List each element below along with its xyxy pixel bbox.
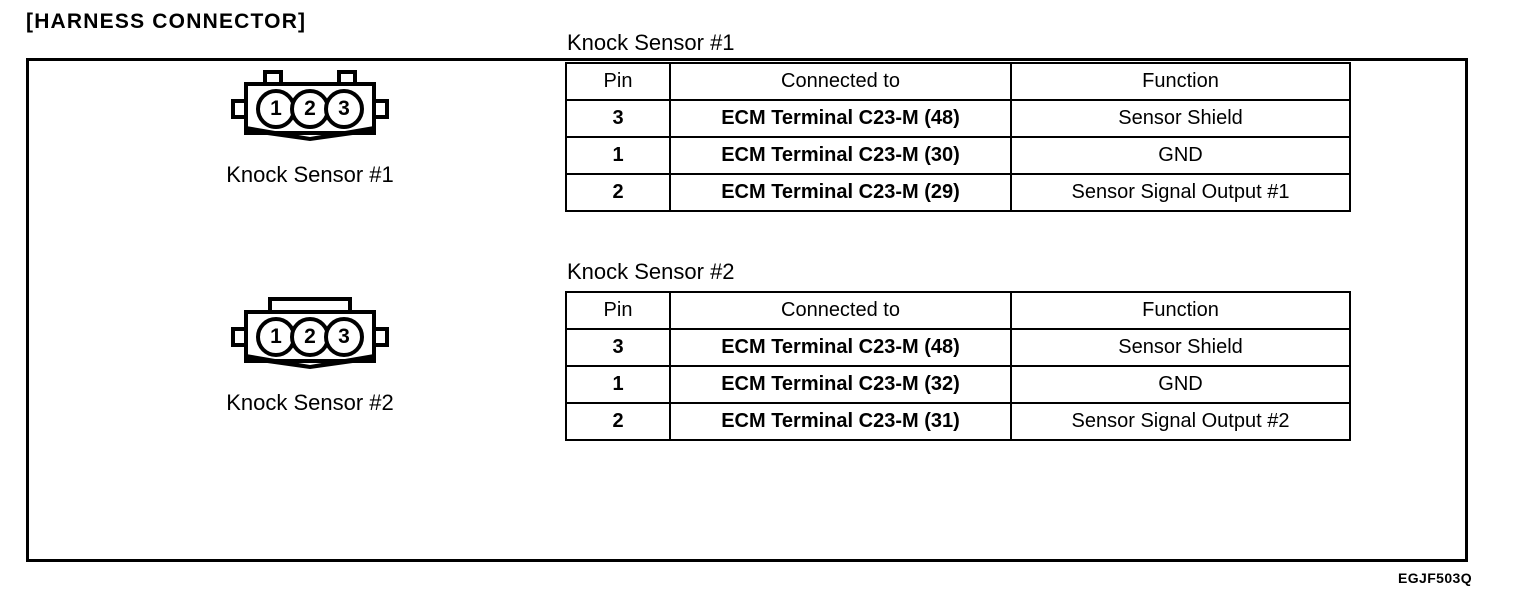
column-header-pin: Pin <box>565 291 671 330</box>
column-header-pin: Pin <box>565 62 671 101</box>
connector-side-tab-right-icon <box>376 327 389 347</box>
pin-table-knock-sensor-1: Pin Connected to Function 3 ECM Terminal… <box>565 62 1351 212</box>
column-header-function: Function <box>1010 291 1351 330</box>
connector-top-tab-left-icon <box>263 70 283 84</box>
connector-side-tab-left-icon <box>231 99 244 119</box>
cell-function: Sensor Signal Output #1 <box>1010 173 1351 212</box>
table-header-row: Pin Connected to Function <box>565 291 1351 330</box>
pin-circle-1: 1 <box>256 316 296 357</box>
cell-pin: 2 <box>565 173 671 212</box>
cell-connected-to: ECM Terminal C23-M (30) <box>669 136 1012 175</box>
table-row: 3 ECM Terminal C23-M (48) Sensor Shield <box>565 328 1351 367</box>
connector-side-tab-left-icon <box>231 327 244 347</box>
connector-side-tab-right-icon <box>376 99 389 119</box>
diagram-frame <box>26 58 1468 562</box>
table-heading-knock-sensor-1: Knock Sensor #1 <box>567 30 735 55</box>
connector-diagram-icon: 1 2 3 <box>227 66 393 150</box>
table-group-knock-sensor-2: Knock Sensor #2 Pin Connected to Functio… <box>565 259 1351 441</box>
cell-function: Sensor Shield <box>1010 328 1351 367</box>
table-row: 1 ECM Terminal C23-M (30) GND <box>565 136 1351 175</box>
cell-function: Sensor Signal Output #2 <box>1010 402 1351 441</box>
pin-circle-1: 1 <box>256 88 296 129</box>
connector-block-knock-sensor-2: 1 2 3 Knock Sensor #2 <box>150 294 470 416</box>
connector-lock-chevron-icon <box>244 124 376 141</box>
table-heading-knock-sensor-2: Knock Sensor #2 <box>567 259 735 284</box>
connector-pin-row: 1 2 3 <box>246 84 374 133</box>
cell-pin: 2 <box>565 402 671 441</box>
cell-connected-to: ECM Terminal C23-M (32) <box>669 365 1012 404</box>
table-group-knock-sensor-1: Knock Sensor #1 Pin Connected to Functio… <box>565 30 1351 212</box>
cell-function: GND <box>1010 136 1351 175</box>
cell-connected-to: ECM Terminal C23-M (31) <box>669 402 1012 441</box>
connector-caption-knock-sensor-1: Knock Sensor #1 <box>226 162 394 187</box>
column-header-connected-to: Connected to <box>669 291 1012 330</box>
pin-circle-2: 2 <box>290 88 330 129</box>
pin-table-knock-sensor-2: Pin Connected to Function 3 ECM Terminal… <box>565 291 1351 441</box>
pin-circle-3: 3 <box>324 316 364 357</box>
column-header-connected-to: Connected to <box>669 62 1012 101</box>
connector-block-knock-sensor-1: 1 2 3 Knock Sensor #1 <box>150 66 470 188</box>
table-row: 2 ECM Terminal C23-M (29) Sensor Signal … <box>565 173 1351 212</box>
cell-pin: 3 <box>565 99 671 138</box>
pin-circle-3: 3 <box>324 88 364 129</box>
cell-connected-to: ECM Terminal C23-M (48) <box>669 328 1012 367</box>
table-header-row: Pin Connected to Function <box>565 62 1351 101</box>
page-title: [HARNESS CONNECTOR] <box>26 10 307 33</box>
connector-top-tab-right-icon <box>337 70 357 84</box>
connector-caption-knock-sensor-2: Knock Sensor #2 <box>226 390 394 415</box>
table-row: 2 ECM Terminal C23-M (31) Sensor Signal … <box>565 402 1351 441</box>
cell-function: Sensor Shield <box>1010 99 1351 138</box>
cell-pin: 1 <box>565 365 671 404</box>
cell-connected-to: ECM Terminal C23-M (29) <box>669 173 1012 212</box>
connector-diagram-icon: 1 2 3 <box>227 294 393 378</box>
column-header-function: Function <box>1010 62 1351 101</box>
cell-pin: 3 <box>565 328 671 367</box>
connector-top-tab-wide-icon <box>268 297 352 312</box>
table-row: 1 ECM Terminal C23-M (32) GND <box>565 365 1351 404</box>
connector-lock-chevron-icon <box>244 352 376 369</box>
figure-code: EGJF503Q <box>1397 570 1472 586</box>
cell-function: GND <box>1010 365 1351 404</box>
cell-connected-to: ECM Terminal C23-M (48) <box>669 99 1012 138</box>
cell-pin: 1 <box>565 136 671 175</box>
connector-pin-row: 1 2 3 <box>246 312 374 361</box>
table-row: 3 ECM Terminal C23-M (48) Sensor Shield <box>565 99 1351 138</box>
